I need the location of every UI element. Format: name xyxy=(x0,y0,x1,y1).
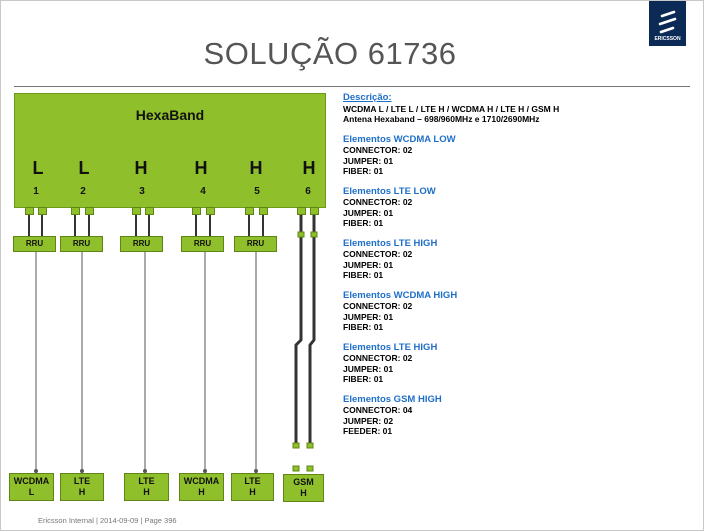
port-number: 2 xyxy=(80,186,86,197)
antenna-connector xyxy=(192,207,201,215)
radio-box-line2: H xyxy=(78,487,86,497)
elements-item: JUMPER: 01 xyxy=(343,155,394,166)
elements-item: CONNECTOR: 04 xyxy=(343,405,413,415)
band-label: H xyxy=(194,158,208,178)
elements-item: FIBER: 01 xyxy=(343,374,384,384)
antenna-connector xyxy=(297,207,306,215)
description-line: WCDMA L / LTE L / LTE H / WCDMA H / LTE … xyxy=(343,103,560,114)
radio-box-wcdma-l: WCDMA L xyxy=(9,473,54,501)
rru-box: RRU xyxy=(13,236,56,252)
antenna-connector xyxy=(38,207,47,215)
antenna-connector xyxy=(132,207,141,215)
elements-group: Elementos LTE HIGH CONNECTOR: 02 JUMPER:… xyxy=(343,341,683,385)
elements-item: CONNECTOR: 02 xyxy=(343,145,413,155)
band-label: H xyxy=(249,158,263,178)
antenna-connector xyxy=(245,207,254,215)
elements-group: Elementos WCDMA HIGH CONNECTOR: 02 JUMPE… xyxy=(343,289,683,333)
port-number: 5 xyxy=(254,186,260,197)
ericsson-logo: ERICSSON xyxy=(649,1,686,46)
gsm-feeder-2 xyxy=(308,215,316,446)
elements-item: FIBER: 01 xyxy=(343,166,384,176)
ericsson-logo-icon xyxy=(658,10,677,34)
band-label: L xyxy=(32,158,44,178)
description-panel: Descrição: WCDMA L / LTE L / LTE H / WCD… xyxy=(343,92,683,447)
antenna-connector xyxy=(310,207,319,215)
elements-heading: Elementos LTE LOW xyxy=(343,185,436,197)
radio-box-line2: H xyxy=(300,488,307,498)
antenna-connector xyxy=(85,207,94,215)
radio-box-line2: L xyxy=(28,487,35,497)
elements-item: CONNECTOR: 02 xyxy=(343,353,413,363)
elements-item: FIBER: 01 xyxy=(343,270,384,280)
elements-group: Elementos LTE LOW CONNECTOR: 02 JUMPER: … xyxy=(343,185,683,229)
gsm-feeder-1 xyxy=(294,215,303,446)
elements-heading: Elementos WCDMA LOW xyxy=(343,133,456,145)
logo-wordmark: ERICSSON xyxy=(654,36,681,42)
radio-box-lte-h: LTE H xyxy=(124,473,169,501)
rru-box: RRU xyxy=(234,236,277,252)
antenna-connector xyxy=(206,207,215,215)
antenna-connector xyxy=(71,207,80,215)
radio-box-line1: WCDMA xyxy=(13,476,50,486)
radio-box-line1: LTE xyxy=(73,476,91,486)
radio-box-line1: LTE xyxy=(244,476,261,486)
elements-item: CONNECTOR: 02 xyxy=(343,197,413,207)
elements-item: CONNECTOR: 02 xyxy=(343,301,413,311)
elements-group: Elementos WCDMA LOW CONNECTOR: 02 JUMPER… xyxy=(343,133,683,177)
elements-item: CONNECTOR: 02 xyxy=(343,249,413,259)
port-number: 3 xyxy=(139,186,145,197)
band-label: H xyxy=(302,158,316,178)
port-number: 1 xyxy=(33,186,39,197)
radio-box-line1: WCDMA xyxy=(183,476,220,486)
radio-box-line1: LTE xyxy=(138,476,155,486)
slide-title: SOLUÇÃO 61736 xyxy=(203,36,457,71)
antenna-connector xyxy=(145,207,154,215)
hexaband-antenna: HexaBand L L H H H H 1 2 3 4 5 6 xyxy=(14,93,326,208)
port-number: 6 xyxy=(305,186,311,197)
radio-box-lte-h: LTE H xyxy=(60,473,104,501)
band-label: L xyxy=(78,158,90,178)
elements-item: FEEDER: 01 xyxy=(343,426,393,436)
elements-item: JUMPER: 01 xyxy=(343,259,394,270)
elements-heading: Elementos LTE HIGH xyxy=(343,237,438,249)
elements-group: Elementos LTE HIGH CONNECTOR: 02 JUMPER:… xyxy=(343,237,683,281)
title-divider xyxy=(14,86,690,87)
elements-item: FIBER: 01 xyxy=(343,322,384,332)
description-heading: Descrição: xyxy=(343,92,392,103)
radio-box-line2: H xyxy=(198,487,205,497)
antenna-connector xyxy=(25,207,34,215)
rru-box: RRU xyxy=(181,236,224,252)
radio-box-wcdma-h: WCDMA H xyxy=(179,473,224,501)
elements-heading: Elementos GSM HIGH xyxy=(343,393,442,405)
elements-heading: Elementos LTE HIGH xyxy=(343,341,438,353)
radio-box-lte-h: LTE H xyxy=(231,473,274,501)
elements-item: JUMPER: 02 xyxy=(343,415,394,426)
elements-heading: Elementos WCDMA HIGH xyxy=(343,289,458,301)
elements-group: Elementos GSM HIGH CONNECTOR: 04 JUMPER:… xyxy=(343,393,683,437)
hexaband-label: HexaBand xyxy=(135,107,205,123)
description-line: Antena Hexaband – 698/960MHz e 1710/2690… xyxy=(343,114,540,124)
elements-item: JUMPER: 01 xyxy=(343,311,394,322)
elements-item: FIBER: 01 xyxy=(343,218,384,228)
port-number: 4 xyxy=(200,186,206,197)
slide-footer: Ericsson Internal | 2014-09-09 | Page 39… xyxy=(38,516,177,525)
description-group: Descrição: WCDMA L / LTE L / LTE H / WCD… xyxy=(343,92,683,125)
rru-box: RRU xyxy=(60,236,103,252)
elements-item: JUMPER: 01 xyxy=(343,363,394,374)
radio-box-gsm-h: GSM H xyxy=(283,474,324,502)
antenna-connector xyxy=(259,207,268,215)
elements-item: JUMPER: 01 xyxy=(343,207,394,218)
radio-box-line2: H xyxy=(143,487,150,497)
band-label: H xyxy=(134,158,148,178)
rru-box: RRU xyxy=(120,236,163,252)
radio-box-line2: H xyxy=(249,487,256,497)
radio-box-line1: GSM xyxy=(293,477,314,487)
